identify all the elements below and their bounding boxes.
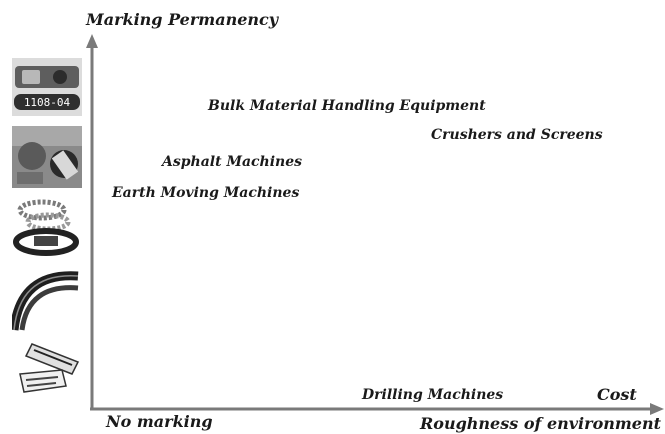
thumbnail-tags [12,340,82,396]
y-axis-title: Marking Permanency [86,10,279,29]
thumbnail-worker-photo [12,126,82,188]
label-crushers-screens: Crushers and Screens [431,127,603,143]
y-axis-arrowhead [86,34,98,48]
x-axis-arrowhead [650,403,664,415]
plate-text: 1108-04 [24,96,71,109]
thumbnail-gears [12,196,82,258]
label-earth-moving-machines: Earth Moving Machines [112,185,300,201]
label-bulk-material-handling: Bulk Material Handling Equipment [208,98,486,114]
x-axis-start-label: No marking [106,412,213,431]
thumbnail-engraved-part: 1108-04 [12,58,82,116]
label-drilling-machines: Drilling Machines [362,387,504,403]
x-axis-title: Roughness of environment [420,414,661,433]
thumbnail-curved-segments [12,266,82,332]
label-asphalt-machines: Asphalt Machines [162,154,302,170]
cost-label: Cost [597,385,637,404]
